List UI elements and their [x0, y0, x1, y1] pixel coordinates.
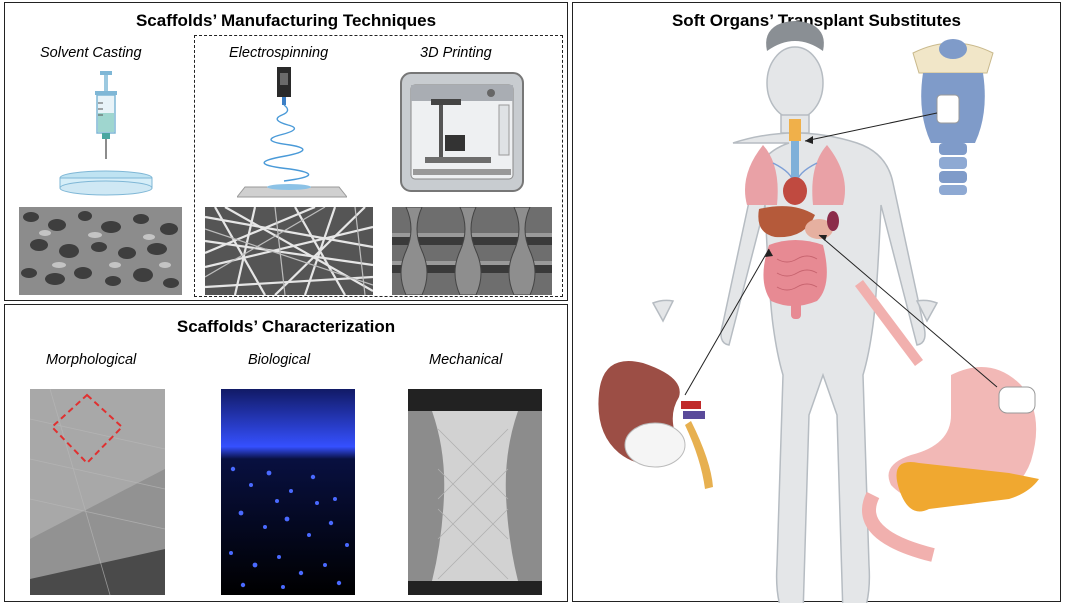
electrospinning-3dprinting-group	[194, 35, 563, 297]
human-body-illustration	[598, 21, 1039, 603]
syringe-petri-dish-icon	[45, 65, 165, 200]
organs-panel: Soft Organs’ Transplant Substitutes	[572, 2, 1061, 603]
characterization-panel: Scaffolds’ Characterization Morphologica…	[4, 304, 568, 602]
method-label-mechanical: Mechanical	[429, 352, 503, 368]
method-label-morphological: Morphological	[46, 352, 137, 368]
biological-fluorescence-image	[221, 389, 355, 595]
electrospinning-nozzle-icon	[237, 65, 347, 200]
3d-printer-icon	[395, 65, 530, 200]
characterization-title: Scaffolds’ Characterization	[176, 317, 396, 336]
manufacturing-title: Scaffolds’ Manufacturing Techniques	[135, 11, 437, 30]
technique-label-solvent-casting: Solvent Casting	[40, 45, 142, 61]
organs-title: Soft Organs’ Transplant Substitutes	[671, 11, 962, 30]
sem-image-3d-printing	[392, 207, 552, 295]
manufacturing-panel: Scaffolds’ Manufacturing Techniques Solv…	[4, 2, 568, 301]
morphological-image	[30, 389, 165, 595]
technique-label-electrospinning: Electrospinning	[229, 45, 329, 61]
sem-image-solvent-casting	[19, 207, 182, 295]
technique-label-3d-printing: 3D Printing	[420, 45, 492, 61]
stomach-pancreas-icon	[854, 280, 1039, 562]
kidney-icon	[598, 361, 713, 489]
method-label-biological: Biological	[248, 352, 311, 368]
connector-lines	[684, 112, 998, 396]
internal-organs	[745, 119, 845, 319]
mechanical-tensile-image	[408, 389, 542, 595]
sem-image-electrospinning	[205, 207, 373, 295]
trachea-larynx-icon	[912, 39, 994, 195]
